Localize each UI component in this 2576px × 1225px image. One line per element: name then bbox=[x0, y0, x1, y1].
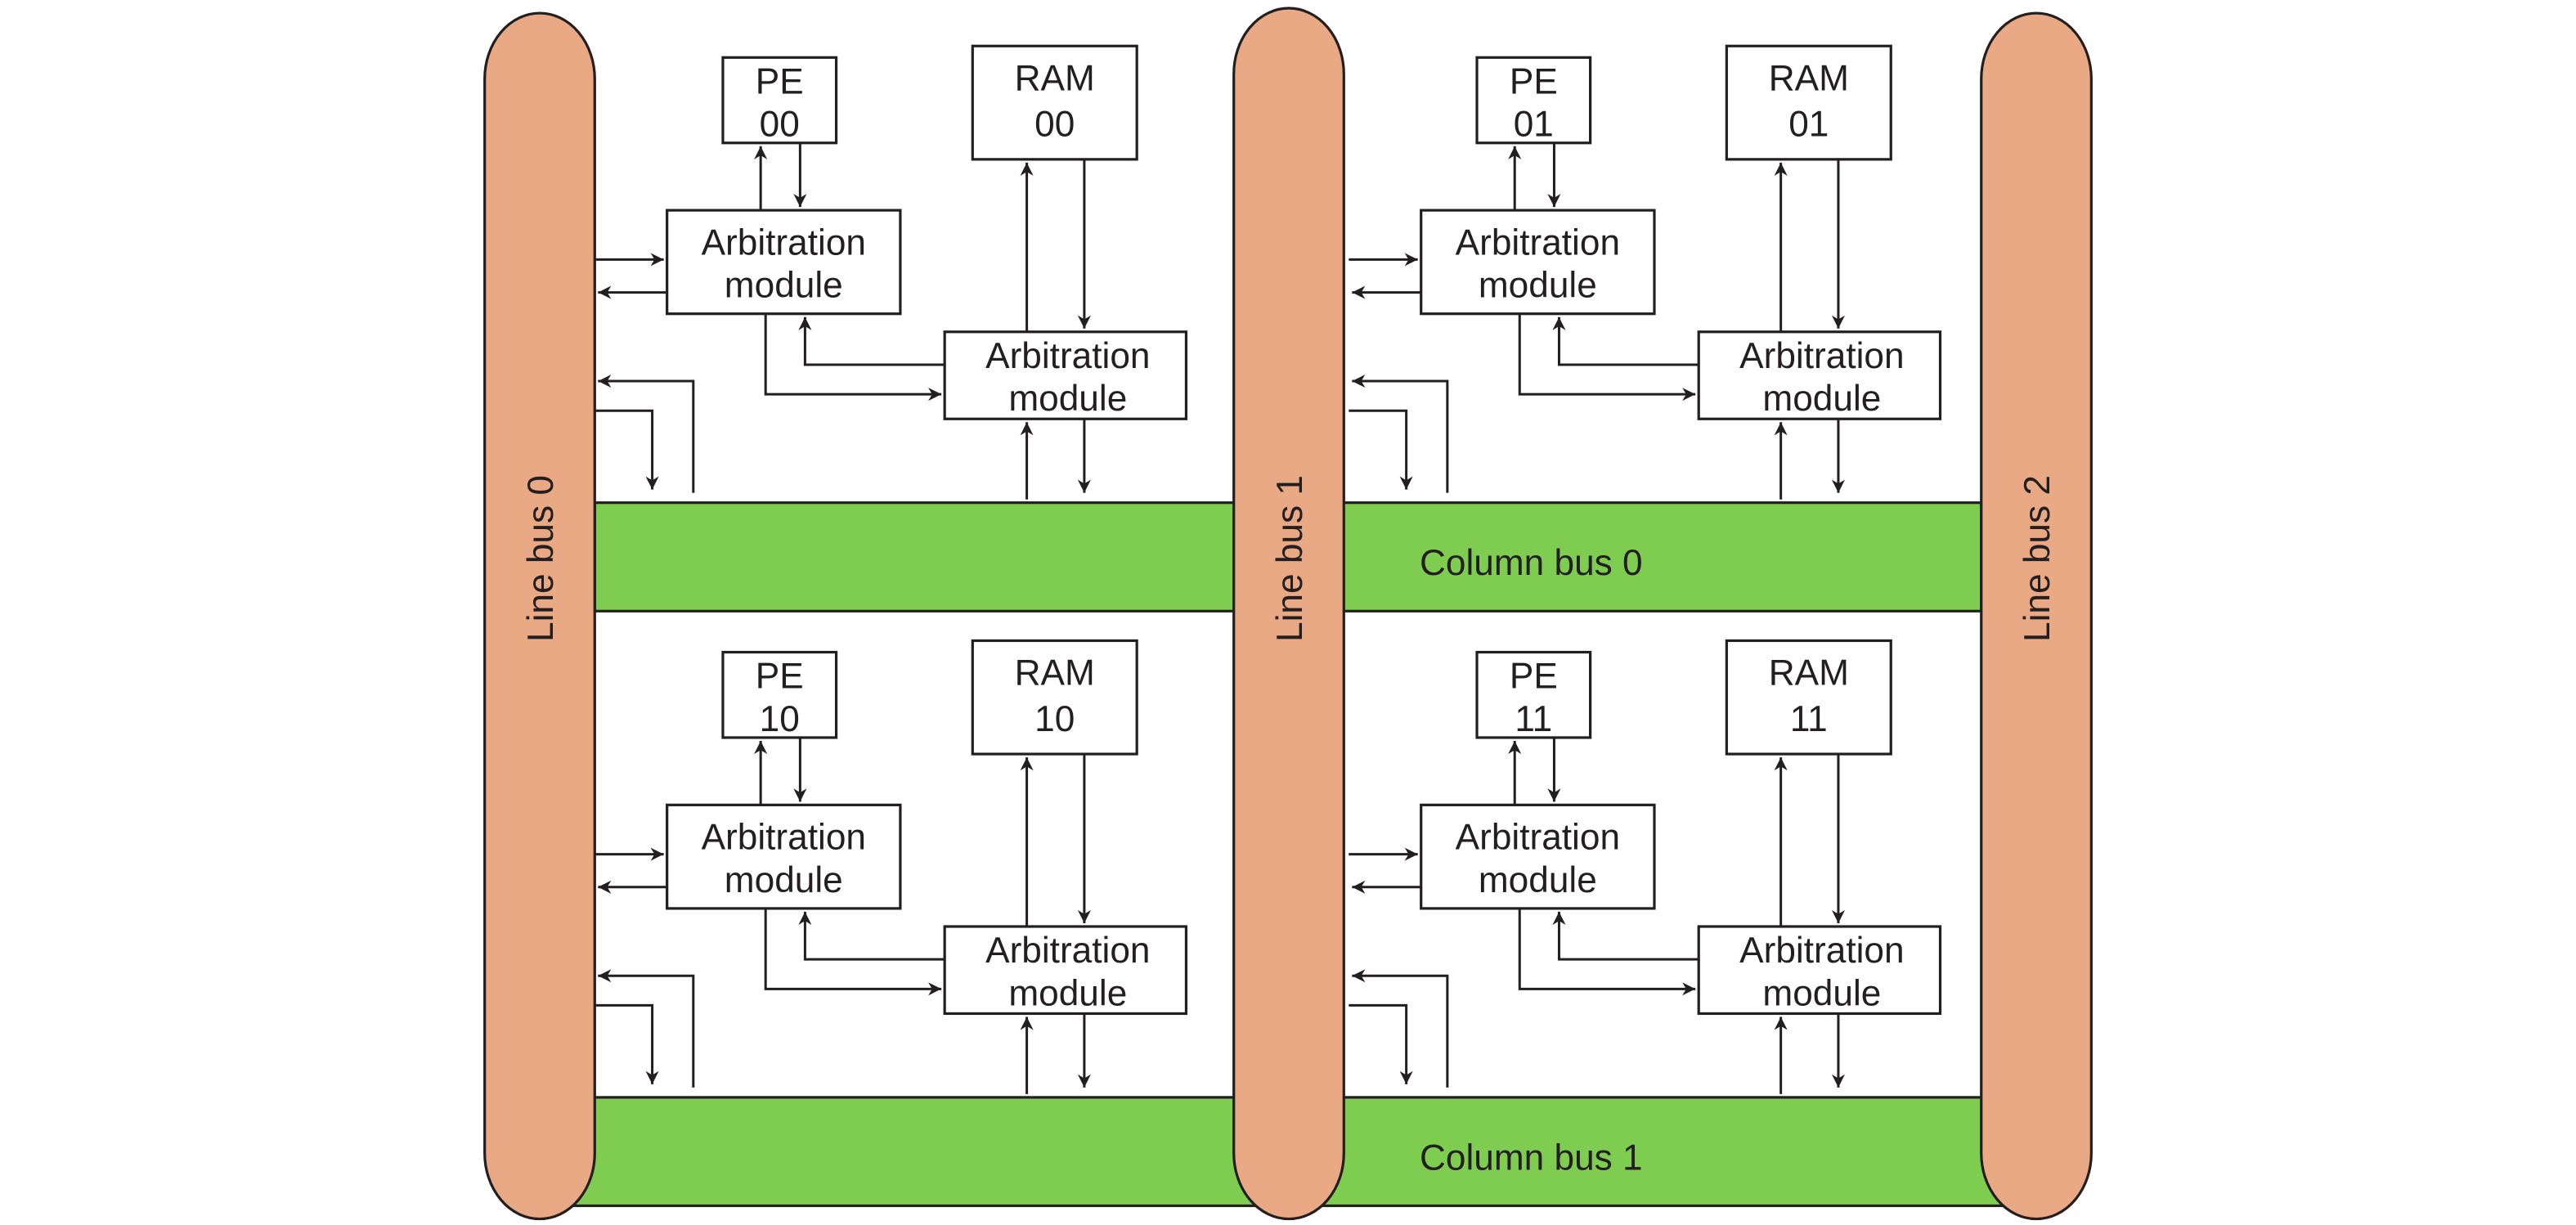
line-bus-bar bbox=[483, 11, 596, 1221]
arbitration-box-frame bbox=[666, 803, 902, 910]
pe-id: 00 bbox=[760, 105, 800, 145]
connection-arrow bbox=[798, 911, 945, 961]
connection-arrow bbox=[1349, 409, 1413, 490]
connection-arrow bbox=[764, 313, 942, 402]
ram-label: RAM bbox=[1015, 653, 1095, 693]
ram-box-frame bbox=[971, 44, 1138, 161]
arbitration-box-frame bbox=[943, 330, 1188, 420]
pe-label: PE bbox=[756, 62, 804, 102]
arbitration-label: Arbitration bbox=[1739, 931, 1904, 971]
arbitration-label: Arbitration bbox=[985, 931, 1150, 971]
connection-arrow bbox=[764, 908, 942, 996]
ram-box-frame bbox=[971, 639, 1138, 756]
ram-box-frame bbox=[1725, 44, 1892, 161]
connection-arrow bbox=[1352, 375, 1449, 493]
arbitration-label: Arbitration bbox=[702, 818, 866, 858]
node-block-11: PE11RAM11ArbitrationmoduleArbitrationmod… bbox=[1349, 639, 1942, 1094]
arbitration-box-frame bbox=[1420, 209, 1656, 316]
connection-arrow bbox=[1352, 969, 1449, 1088]
pe-box-frame bbox=[1475, 56, 1592, 145]
ram-id: 00 bbox=[1034, 105, 1075, 145]
ram-label: RAM bbox=[1769, 58, 1849, 98]
pe-id: 10 bbox=[760, 699, 800, 739]
pe-label: PE bbox=[1510, 657, 1558, 697]
arbitration-label: module bbox=[1762, 379, 1881, 419]
connection-arrow bbox=[1552, 911, 1699, 961]
line-bus-2: Line bus 2 bbox=[1980, 11, 2093, 1221]
node-block-00: PE00RAM00ArbitrationmoduleArbitrationmod… bbox=[595, 44, 1188, 500]
pe-id: 11 bbox=[1515, 699, 1552, 739]
arbitration-box-frame bbox=[1420, 803, 1656, 910]
arbitration-label: module bbox=[1479, 266, 1597, 306]
column-bus-label: Column bus 1 bbox=[1420, 1138, 1643, 1178]
ram-id: 01 bbox=[1788, 105, 1829, 145]
arbitration-label: module bbox=[1008, 379, 1127, 419]
pe-box-frame bbox=[1475, 650, 1592, 739]
connection-arrow bbox=[598, 969, 695, 1088]
ram-box: RAM 11 bbox=[1725, 639, 1892, 756]
arbitration-label: Arbitration bbox=[702, 222, 866, 262]
ram-box: RAM 00 bbox=[971, 44, 1138, 161]
ram-id: 10 bbox=[1034, 699, 1075, 739]
line-bus-label: Line bus 2 bbox=[2017, 475, 2058, 642]
node-block-01: PE01RAM01ArbitrationmoduleArbitrationmod… bbox=[1349, 44, 1942, 500]
arbitration-label: module bbox=[1762, 973, 1881, 1013]
line-bus-bar bbox=[1232, 7, 1345, 1221]
connection-arrow bbox=[1552, 316, 1699, 366]
pe-label: PE bbox=[1510, 62, 1558, 102]
ram-box: RAM 01 bbox=[1725, 44, 1892, 161]
line-bus-1: Line bus 1 bbox=[1232, 7, 1345, 1221]
line-bus-0: Line bus 0 bbox=[483, 11, 596, 1221]
ram-box-frame bbox=[1725, 639, 1892, 756]
node-block-10: PE10RAM10ArbitrationmoduleArbitrationmod… bbox=[595, 639, 1188, 1094]
arbitration-box-frame bbox=[666, 209, 902, 316]
ram-id: 11 bbox=[1790, 699, 1828, 739]
ram-label: RAM bbox=[1015, 58, 1095, 98]
arbitration-label: Arbitration bbox=[1456, 818, 1620, 858]
arbitration-label: module bbox=[725, 266, 843, 306]
arbitration-box-frame bbox=[1697, 330, 1942, 420]
ram-box: RAM 10 bbox=[971, 639, 1138, 756]
arbitration-label: module bbox=[1008, 973, 1127, 1013]
pe-label: PE bbox=[756, 657, 804, 697]
arbitration-box-frame bbox=[1697, 925, 1942, 1016]
column-bus-label: Column bus 0 bbox=[1420, 543, 1643, 583]
connection-arrow bbox=[1518, 313, 1696, 402]
line-bus-label: Line bus 0 bbox=[521, 475, 561, 642]
arbitration-label: Arbitration bbox=[985, 336, 1150, 376]
arbitration-label: Arbitration bbox=[1739, 336, 1904, 376]
connection-arrow bbox=[598, 375, 695, 493]
arbitration-label: Arbitration bbox=[1456, 222, 1620, 262]
arbitration-label: module bbox=[725, 860, 843, 900]
connection-arrow bbox=[595, 1003, 659, 1084]
connection-arrow bbox=[1518, 908, 1696, 996]
pe-box-frame bbox=[721, 650, 838, 739]
pe-box-frame bbox=[721, 56, 838, 145]
ram-label: RAM bbox=[1769, 653, 1849, 693]
arbitration-label: module bbox=[1479, 860, 1597, 900]
pe-id: 01 bbox=[1514, 105, 1554, 145]
connection-arrow bbox=[1349, 1003, 1413, 1084]
connection-arrow bbox=[798, 316, 945, 366]
line-bus-label: Line bus 1 bbox=[1270, 475, 1310, 642]
connection-arrow bbox=[595, 409, 659, 490]
arbitration-box-frame bbox=[943, 925, 1188, 1016]
line-bus-bar bbox=[1980, 11, 2093, 1221]
